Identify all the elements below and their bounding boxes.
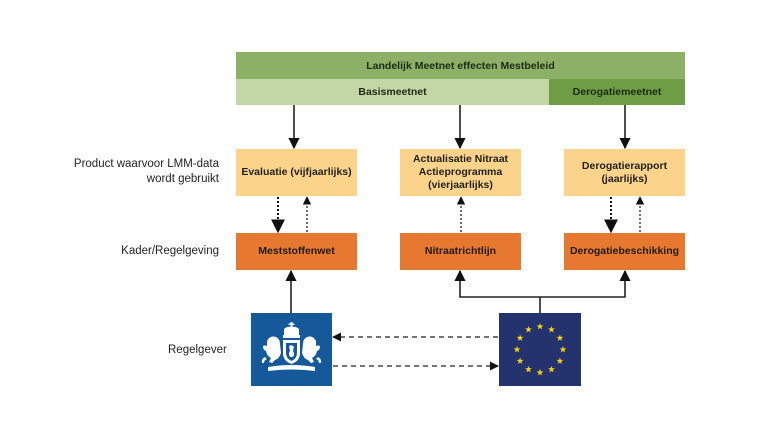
product-box-evaluatie: Evaluatie (vijfjaarlijks) (236, 149, 357, 196)
dutch-coat-of-arms-icon (261, 322, 322, 371)
law-box-meststoffenwet: Meststoffenwet (236, 233, 357, 270)
eu-flag-icon (513, 322, 567, 376)
arrow-eu-to-nitraatrichtlijn (454, 269, 540, 298)
eu-star-icon (548, 325, 555, 333)
product-box-derogatierapport: Derogatierapport (jaarlijks) (564, 149, 685, 196)
product-box-actieprogramma: Actualisatie Nitraat Actieprogramma (vie… (400, 149, 521, 196)
eu-star-icon (513, 345, 521, 353)
row-label-product: Product waarvoor LMM-data wordt gebruikt (73, 158, 219, 185)
law-box-derogatiebeschikking: Derogatiebeschikking (564, 233, 685, 270)
basismeetnet-bar: Basismeetnet (236, 79, 549, 105)
eu-star-icon (536, 368, 544, 376)
derogatiemeetnet-bar: Derogatiemeetnet (549, 79, 685, 105)
derogatiemeetnet-label: Derogatiemeetnet (572, 86, 662, 98)
eu-star-icon (525, 325, 532, 333)
eu-star-icon (556, 357, 564, 364)
regulator-eu (499, 313, 581, 386)
eu-star-icon (556, 334, 564, 341)
eu-star-icon (548, 365, 555, 373)
eu-star-icon (559, 345, 567, 353)
regulator-nl (251, 313, 332, 386)
lmm-title: Landelijk Meetnet effecten Mestbeleid (366, 59, 555, 72)
eu-star-icon (516, 357, 524, 364)
row-label-regulator: Regelgever (168, 344, 227, 356)
basismeetnet-label: Basismeetnet (358, 86, 427, 98)
row-label-framework: Kader/Regelgeving (121, 245, 219, 257)
eu-star-icon (516, 334, 524, 341)
eu-star-icon (525, 365, 532, 373)
law-box-nitraatrichtlijn: Nitraatrichtlijn (400, 233, 521, 270)
eu-star-icon (536, 322, 544, 330)
lmm-header-bar: Landelijk Meetnet effecten Mestbeleid (236, 52, 685, 79)
arrow-eu-to-derogatiebeschikking (540, 269, 631, 298)
